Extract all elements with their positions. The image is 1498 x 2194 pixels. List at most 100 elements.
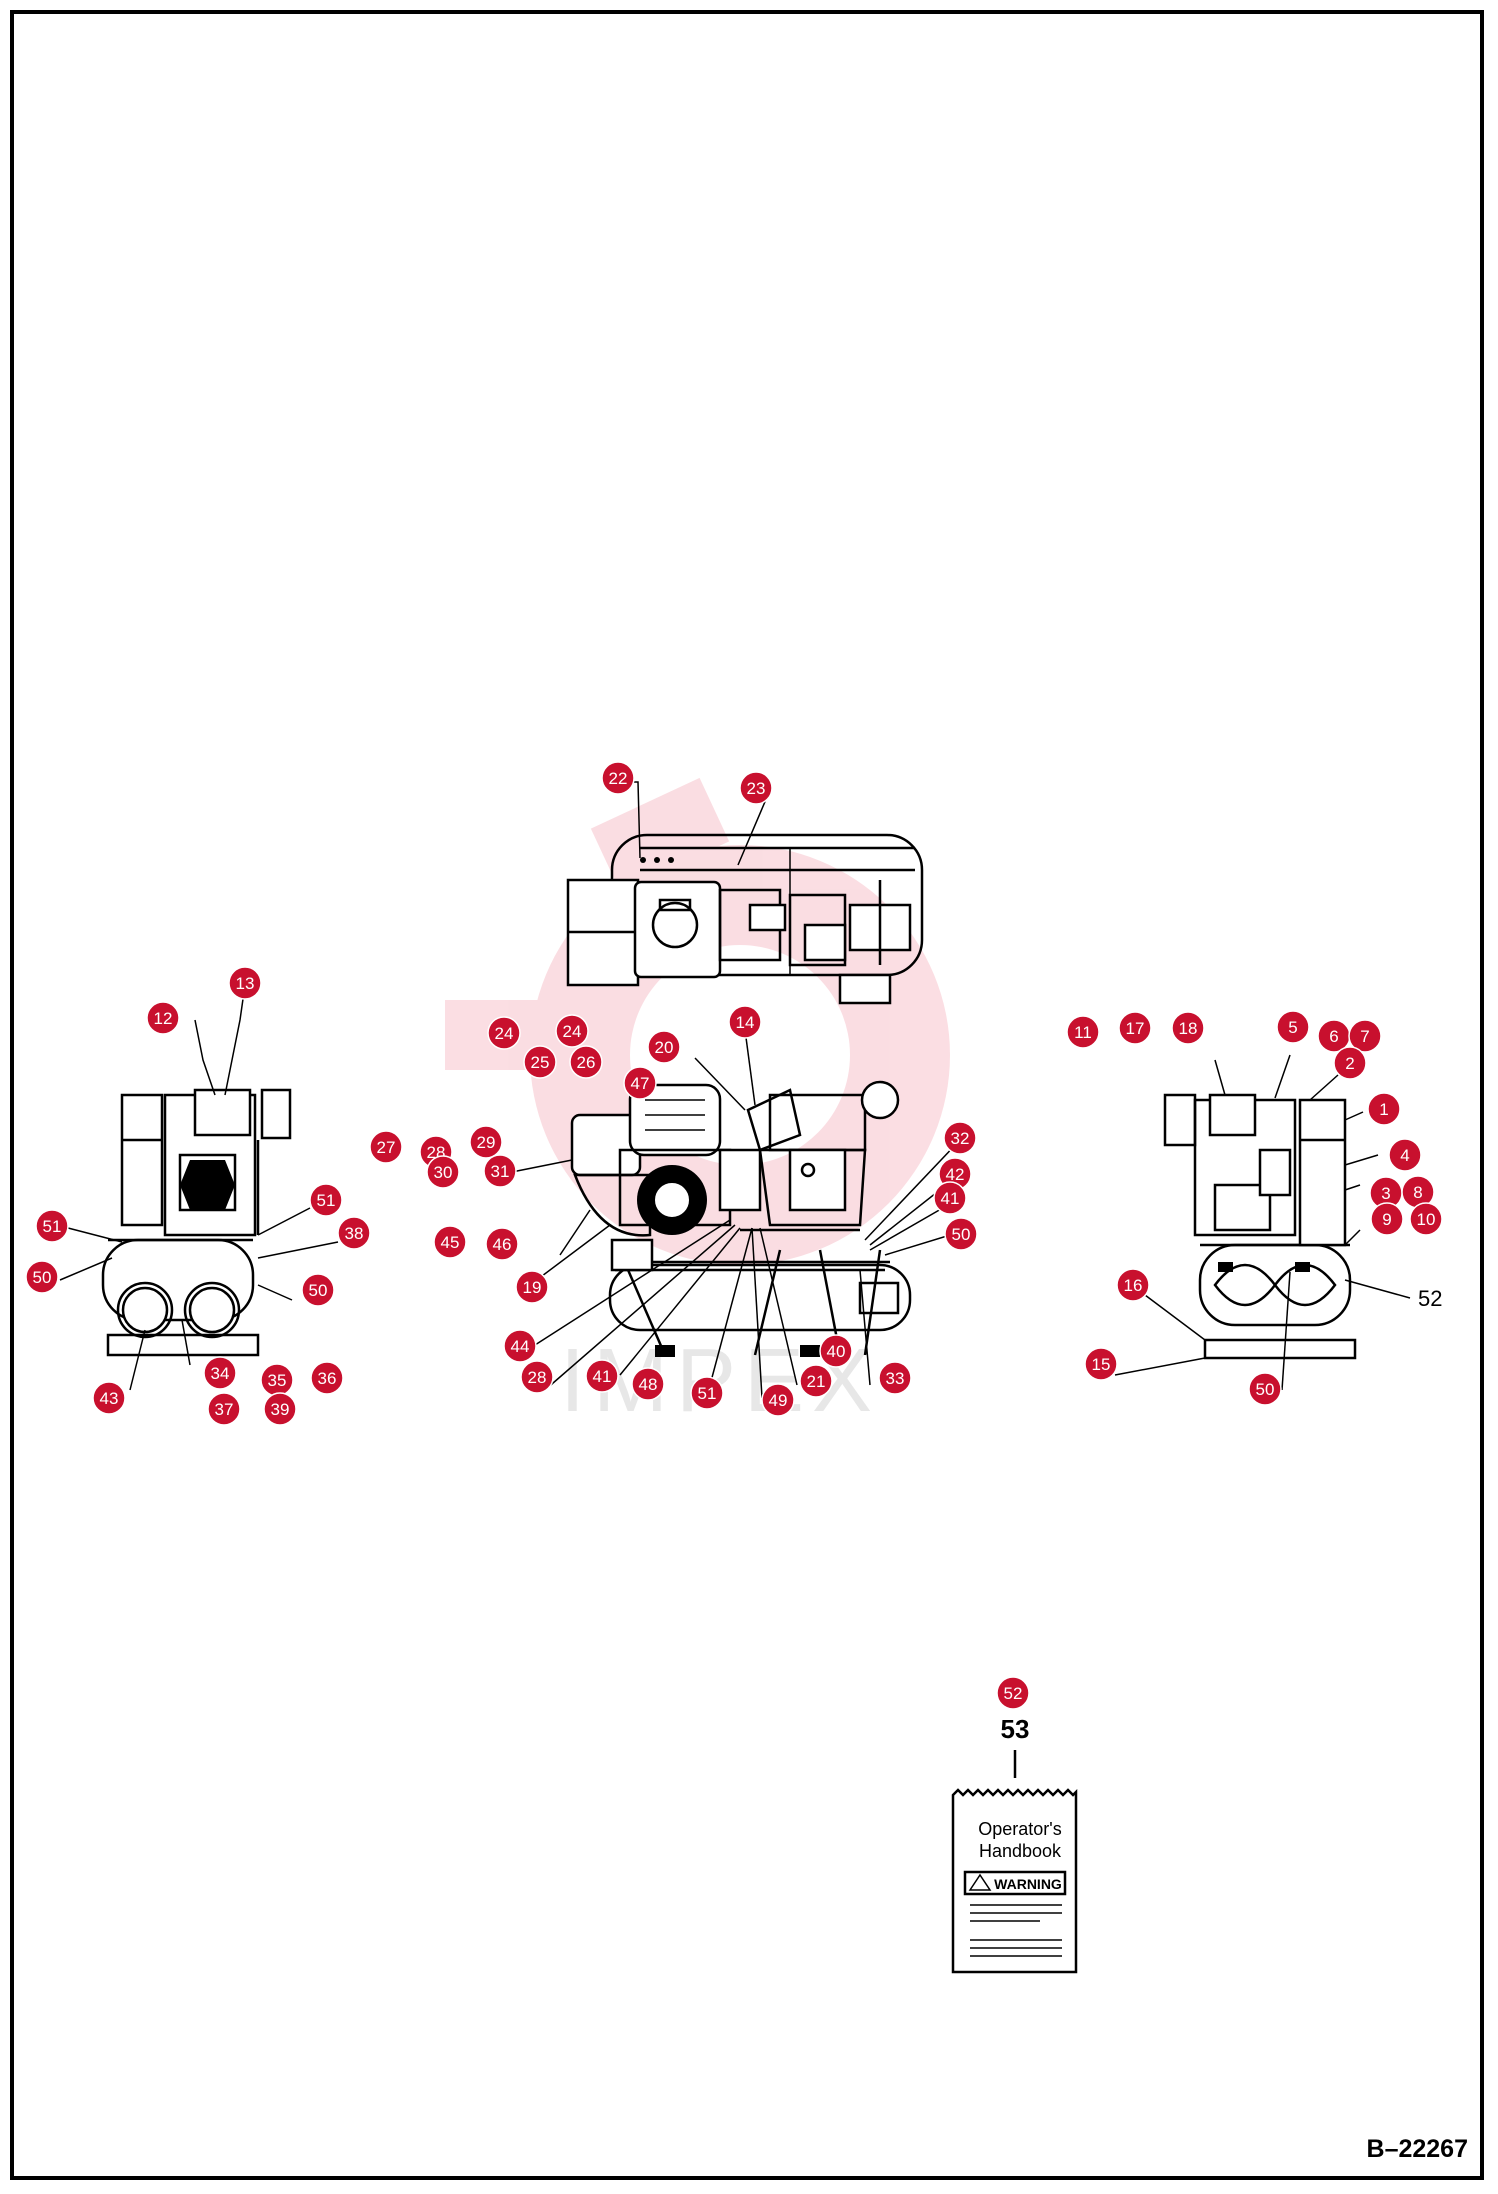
callout-33[interactable]: 33 — [878, 1361, 912, 1395]
svg-text:52: 52 — [1004, 1684, 1023, 1703]
callout-40[interactable]: 40 — [819, 1334, 853, 1368]
callout-10[interactable]: 10 — [1409, 1202, 1443, 1236]
svg-text:51: 51 — [698, 1384, 717, 1403]
callout-21[interactable]: 21 — [799, 1364, 833, 1398]
svg-text:9: 9 — [1382, 1210, 1391, 1229]
callout-17[interactable]: 17 — [1118, 1011, 1152, 1045]
svg-text:17: 17 — [1126, 1019, 1145, 1038]
svg-text:50: 50 — [952, 1225, 971, 1244]
svg-text:16: 16 — [1124, 1276, 1143, 1295]
callout-49[interactable]: 49 — [761, 1383, 795, 1417]
callout-46[interactable]: 46 — [485, 1227, 519, 1261]
callout-39[interactable]: 39 — [263, 1392, 297, 1426]
callout-20[interactable]: 20 — [647, 1030, 681, 1064]
callout-30[interactable]: 30 — [426, 1155, 460, 1189]
svg-text:43: 43 — [100, 1389, 119, 1408]
svg-text:50: 50 — [1256, 1380, 1275, 1399]
callout-13[interactable]: 13 — [228, 966, 262, 1000]
callout-38[interactable]: 38 — [337, 1216, 371, 1250]
callout-44[interactable]: 44 — [503, 1329, 537, 1363]
svg-text:6: 6 — [1329, 1027, 1338, 1046]
callout-52-handbook[interactable]: 52 — [996, 1676, 1030, 1710]
callout-43[interactable]: 43 — [92, 1381, 126, 1415]
callout-51-left-a[interactable]: 51 — [35, 1209, 69, 1243]
svg-text:18: 18 — [1179, 1019, 1198, 1038]
callout-4[interactable]: 4 — [1388, 1138, 1422, 1172]
callout-31[interactable]: 31 — [483, 1154, 517, 1188]
callout-25[interactable]: 25 — [523, 1045, 557, 1079]
callout-51[interactable]: 51 — [690, 1376, 724, 1410]
callout-41[interactable]: 41 — [933, 1181, 967, 1215]
callout-35[interactable]: 35 — [260, 1363, 294, 1397]
callout-9[interactable]: 9 — [1370, 1202, 1404, 1236]
callout-15[interactable]: 15 — [1084, 1347, 1118, 1381]
callout-23[interactable]: 23 — [739, 771, 773, 805]
callout-45[interactable]: 45 — [433, 1225, 467, 1259]
callout-34[interactable]: 34 — [203, 1356, 237, 1390]
svg-text:29: 29 — [477, 1133, 496, 1152]
callout-11[interactable]: 11 — [1066, 1015, 1100, 1049]
callout-50-left-a[interactable]: 50 — [25, 1260, 59, 1294]
svg-text:22: 22 — [609, 769, 628, 788]
callout-1[interactable]: 1 — [1367, 1092, 1401, 1126]
callout-5[interactable]: 5 — [1276, 1010, 1310, 1044]
document-id: B–22267 — [1366, 2135, 1468, 2163]
callout-12[interactable]: 12 — [146, 1001, 180, 1035]
svg-text:25: 25 — [531, 1053, 550, 1072]
callout-41-b[interactable]: 41 — [585, 1359, 619, 1393]
svg-text:41: 41 — [941, 1189, 960, 1208]
page-frame — [10, 10, 1484, 2180]
callout-14[interactable]: 14 — [728, 1005, 762, 1039]
svg-text:20: 20 — [655, 1038, 674, 1057]
callout-51-left-b[interactable]: 51 — [309, 1183, 343, 1217]
callout-50-left-b[interactable]: 50 — [301, 1273, 335, 1307]
callout-50-right[interactable]: 50 — [1248, 1372, 1282, 1406]
svg-text:12: 12 — [154, 1009, 173, 1028]
callout-29[interactable]: 29 — [469, 1125, 503, 1159]
callout-18[interactable]: 18 — [1171, 1011, 1205, 1045]
callout-7[interactable]: 7 — [1348, 1019, 1382, 1053]
callout-32[interactable]: 32 — [943, 1121, 977, 1155]
callout-47[interactable]: 47 — [623, 1066, 657, 1100]
svg-text:38: 38 — [345, 1224, 364, 1243]
callout-37[interactable]: 37 — [207, 1392, 241, 1426]
svg-text:46: 46 — [493, 1235, 512, 1254]
svg-text:7: 7 — [1360, 1027, 1369, 1046]
svg-text:15: 15 — [1092, 1355, 1111, 1374]
callout-36[interactable]: 36 — [310, 1361, 344, 1395]
callout-24[interactable]: 24 — [487, 1016, 521, 1050]
svg-text:11: 11 — [1074, 1023, 1092, 1042]
svg-text:4: 4 — [1400, 1146, 1409, 1165]
svg-text:26: 26 — [577, 1053, 596, 1072]
svg-text:50: 50 — [33, 1268, 52, 1287]
svg-text:10: 10 — [1417, 1210, 1436, 1229]
svg-text:45: 45 — [441, 1233, 460, 1252]
svg-text:51: 51 — [317, 1191, 336, 1210]
callout-16[interactable]: 16 — [1116, 1268, 1150, 1302]
callout-50[interactable]: 50 — [944, 1217, 978, 1251]
callout-28-b[interactable]: 28 — [520, 1360, 554, 1394]
svg-text:48: 48 — [639, 1375, 658, 1394]
operators-handbook — [951, 1750, 1078, 1974]
svg-text:30: 30 — [434, 1163, 453, 1182]
svg-text:24: 24 — [563, 1022, 582, 1041]
callout-27[interactable]: 27 — [369, 1130, 403, 1164]
handbook-warning: WARNING — [994, 1876, 1062, 1892]
svg-text:8: 8 — [1413, 1183, 1422, 1202]
callout-2[interactable]: 2 — [1333, 1046, 1367, 1080]
svg-text:21: 21 — [807, 1372, 826, 1391]
svg-text:24: 24 — [495, 1024, 514, 1043]
callout-26[interactable]: 26 — [569, 1045, 603, 1079]
handbook-label-number: 53 — [1001, 1714, 1030, 1744]
callout-19[interactable]: 19 — [515, 1270, 549, 1304]
svg-text:50: 50 — [309, 1281, 328, 1300]
svg-text:35: 35 — [268, 1371, 287, 1390]
label-52-right: 52 — [1418, 1286, 1442, 1311]
svg-text:33: 33 — [886, 1369, 905, 1388]
right-view-drawing — [1163, 1093, 1357, 1360]
svg-text:51: 51 — [43, 1217, 62, 1236]
callout-48[interactable]: 48 — [631, 1367, 665, 1401]
callout-24-b[interactable]: 24 — [555, 1014, 589, 1048]
callout-22[interactable]: 22 — [601, 761, 635, 795]
svg-text:32: 32 — [951, 1129, 970, 1148]
